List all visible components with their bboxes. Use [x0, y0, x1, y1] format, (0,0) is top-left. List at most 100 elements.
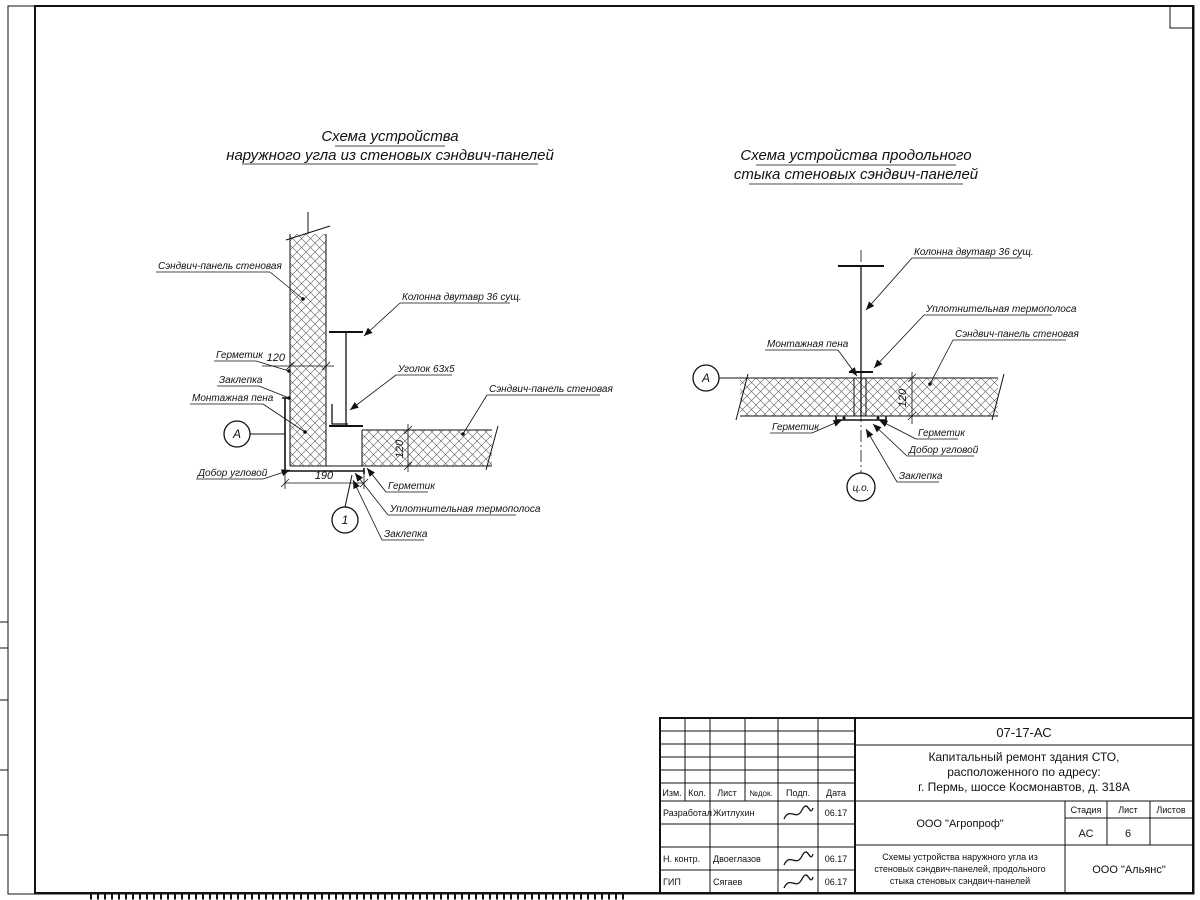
leader-dot [301, 297, 305, 301]
label-thermal: Уплотнительная термополоса [925, 304, 1077, 315]
project-line3: г. Пермь, шоссе Космонавтов, д. 318А [918, 780, 1130, 794]
col-izm: Изм. [662, 788, 681, 798]
right-diagram-title-line1: Схема устройства продольного [740, 147, 971, 164]
label-rivet-left: Заклепка [219, 375, 263, 386]
col-doc: №док. [749, 789, 772, 798]
leader-sealant-left [811, 419, 843, 434]
leader-dot [287, 396, 291, 400]
dot-leader-lines [929, 339, 954, 385]
rivet-dot [842, 416, 846, 420]
leader-dot [928, 382, 932, 386]
leader-trim [872, 423, 908, 457]
label-panel-right: Сэндвич-панель стеновая [489, 384, 613, 395]
right-title-underline [749, 164, 963, 185]
angle-profile [331, 404, 348, 425]
title-block-columns [684, 718, 819, 893]
left-dimensions: 120 120 190 [262, 352, 413, 489]
label-rivet-bottom: Заклепка [384, 529, 428, 540]
row3-date: 06.17 [825, 877, 848, 887]
label-column: Колонна двутавр 36 сущ. [914, 247, 1034, 258]
joint-foam-hatch [854, 378, 866, 416]
drawing-title-line1: Схемы устройства наружного угла из [882, 852, 1038, 862]
leader-thermal [873, 314, 925, 369]
dim-panel-text: 120 [267, 352, 286, 364]
dim-panel2-line [403, 424, 413, 472]
left-diagram-title-line1: Схема устройства [321, 128, 458, 145]
leader-rivet [865, 428, 898, 483]
signature-1-icon [783, 805, 814, 820]
label-trim: Добор угловой [908, 444, 979, 456]
label-corner-trim: Добор угловой [197, 467, 268, 479]
dim-panel-line [262, 361, 334, 371]
row3-role: ГИП [663, 877, 681, 887]
col-data: Дата [826, 788, 846, 798]
org-bottom: ООО "Альянс" [1092, 864, 1166, 876]
sheets-label: Листов [1156, 805, 1185, 815]
label-foam: Монтажная пена [767, 339, 849, 350]
label-rivet: Заклепка [899, 471, 943, 482]
dim-trim-text: 190 [315, 470, 334, 482]
axis-marker-text: ц.о. [853, 483, 870, 494]
col-list: Лист [717, 788, 737, 798]
project-line1: Капитальный ремонт здания СТО, [929, 750, 1120, 764]
panel-outline-lines [719, 373, 1005, 421]
vertical-panel-hatch [290, 234, 326, 466]
left-diagram-title-line2: наружного угла из стеновых сэндвич-панел… [226, 147, 554, 164]
title-block-rows-right [855, 744, 1193, 893]
horizontal-panel-hatch [362, 430, 492, 466]
panel-right-hatch [866, 378, 998, 416]
dim-panel-text: 120 [897, 388, 909, 407]
project-line2: расположенного по адресу: [947, 765, 1101, 779]
right-dimensions: 120 [897, 372, 917, 424]
row3-name: Сягаев [713, 877, 742, 887]
corner-box [1169, 5, 1195, 29]
row2-role: Н. контр. [663, 854, 700, 864]
leader-foam [837, 349, 858, 377]
node-marker-circle [223, 420, 251, 448]
detail-marker-circle [331, 506, 359, 534]
label-sealant-right: Герметик [918, 428, 966, 439]
leader-dot [461, 432, 465, 436]
sheet-label: Лист [1118, 805, 1138, 815]
left-diagram: Схема устройства наружного угла из стено… [156, 128, 613, 541]
title-block: Изм. Кол. Лист №док. Подп. Дата Разработ… [659, 717, 1194, 894]
col-kol: Кол. [688, 788, 706, 798]
label-sealant-left: Герметик [772, 422, 820, 433]
right-diagram-title-line2: стыка стеновых сэндвич-панелей [734, 166, 979, 183]
row1-role: Разработал [663, 808, 712, 818]
inner-frame-line [34, 5, 1194, 894]
leader-dot [287, 369, 291, 373]
leader-column [363, 302, 401, 337]
leader-dot [303, 430, 307, 434]
label-panel: Сэндвич-панель стеновая [955, 329, 1079, 340]
doc-number: 07-17-АС [996, 725, 1051, 740]
leader-corner-trim [262, 469, 291, 480]
signature-2-icon [783, 851, 814, 866]
row1-date: 06.17 [825, 808, 848, 818]
drawing-title-line2: стеновых сэндвич-панелей, продольного [874, 864, 1045, 874]
label-thermal: Уплотнительная термополоса [389, 504, 541, 515]
dim-trim-line [280, 471, 369, 489]
node-marker-text: А [701, 371, 710, 385]
node-marker-text: А [232, 427, 241, 441]
dim-panel2-text: 120 [394, 439, 406, 458]
leader-column [865, 257, 913, 311]
label-sealant-left: Герметик [216, 350, 264, 361]
label-shelf-lines [765, 257, 1066, 483]
sheet-frame [0, 5, 1195, 900]
leader-sealant-bottom [366, 467, 387, 493]
title-block-frame [659, 717, 1194, 894]
sheet-number: 6 [1125, 828, 1131, 840]
panel-left-hatch [740, 378, 854, 416]
leader-angle [349, 374, 397, 411]
title-block-rows-left [660, 730, 1193, 871]
detail-marker-text: 1 [342, 513, 349, 527]
leader-sealant-right [878, 419, 917, 440]
label-panel-left: Сэндвич-панель стеновая [158, 261, 282, 272]
left-margin-marks [0, 621, 8, 836]
dim-panel-line [907, 372, 917, 424]
drawing-title-line3: стыка стеновых сэндвич-панелей [890, 876, 1030, 886]
leader-rivet-bottom [352, 479, 383, 541]
row2-name: Двоеглазов [713, 854, 761, 864]
